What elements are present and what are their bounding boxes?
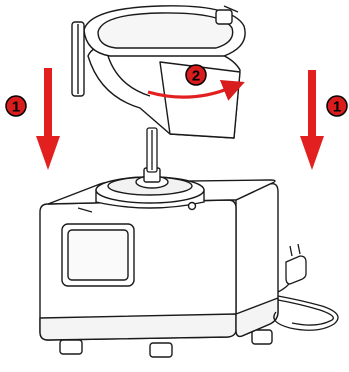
power-cord xyxy=(274,276,338,330)
foot-front-right xyxy=(150,343,172,357)
step-marker-rotate-label: 2 xyxy=(192,68,200,85)
bowl-latch xyxy=(216,10,232,24)
foot-front-left xyxy=(60,340,82,354)
step-marker-right: 1 xyxy=(327,96,347,116)
display-window-inner xyxy=(68,230,128,280)
step-marker-right-label: 1 xyxy=(333,99,341,116)
down-arrow-left xyxy=(36,68,60,170)
step-marker-left: 1 xyxy=(6,96,26,116)
release-button xyxy=(189,203,196,210)
step-marker-rotate: 2 xyxy=(186,65,206,85)
plug xyxy=(286,244,306,284)
base-trim xyxy=(40,314,236,340)
foot-back-right xyxy=(252,330,272,344)
bowl-rim-inner xyxy=(98,13,233,48)
drive-shaft xyxy=(147,128,157,172)
bowl-attachment xyxy=(72,6,245,138)
drive-dome xyxy=(96,168,204,210)
down-arrow-right xyxy=(300,70,324,170)
step-marker-left-label: 1 xyxy=(12,99,20,116)
